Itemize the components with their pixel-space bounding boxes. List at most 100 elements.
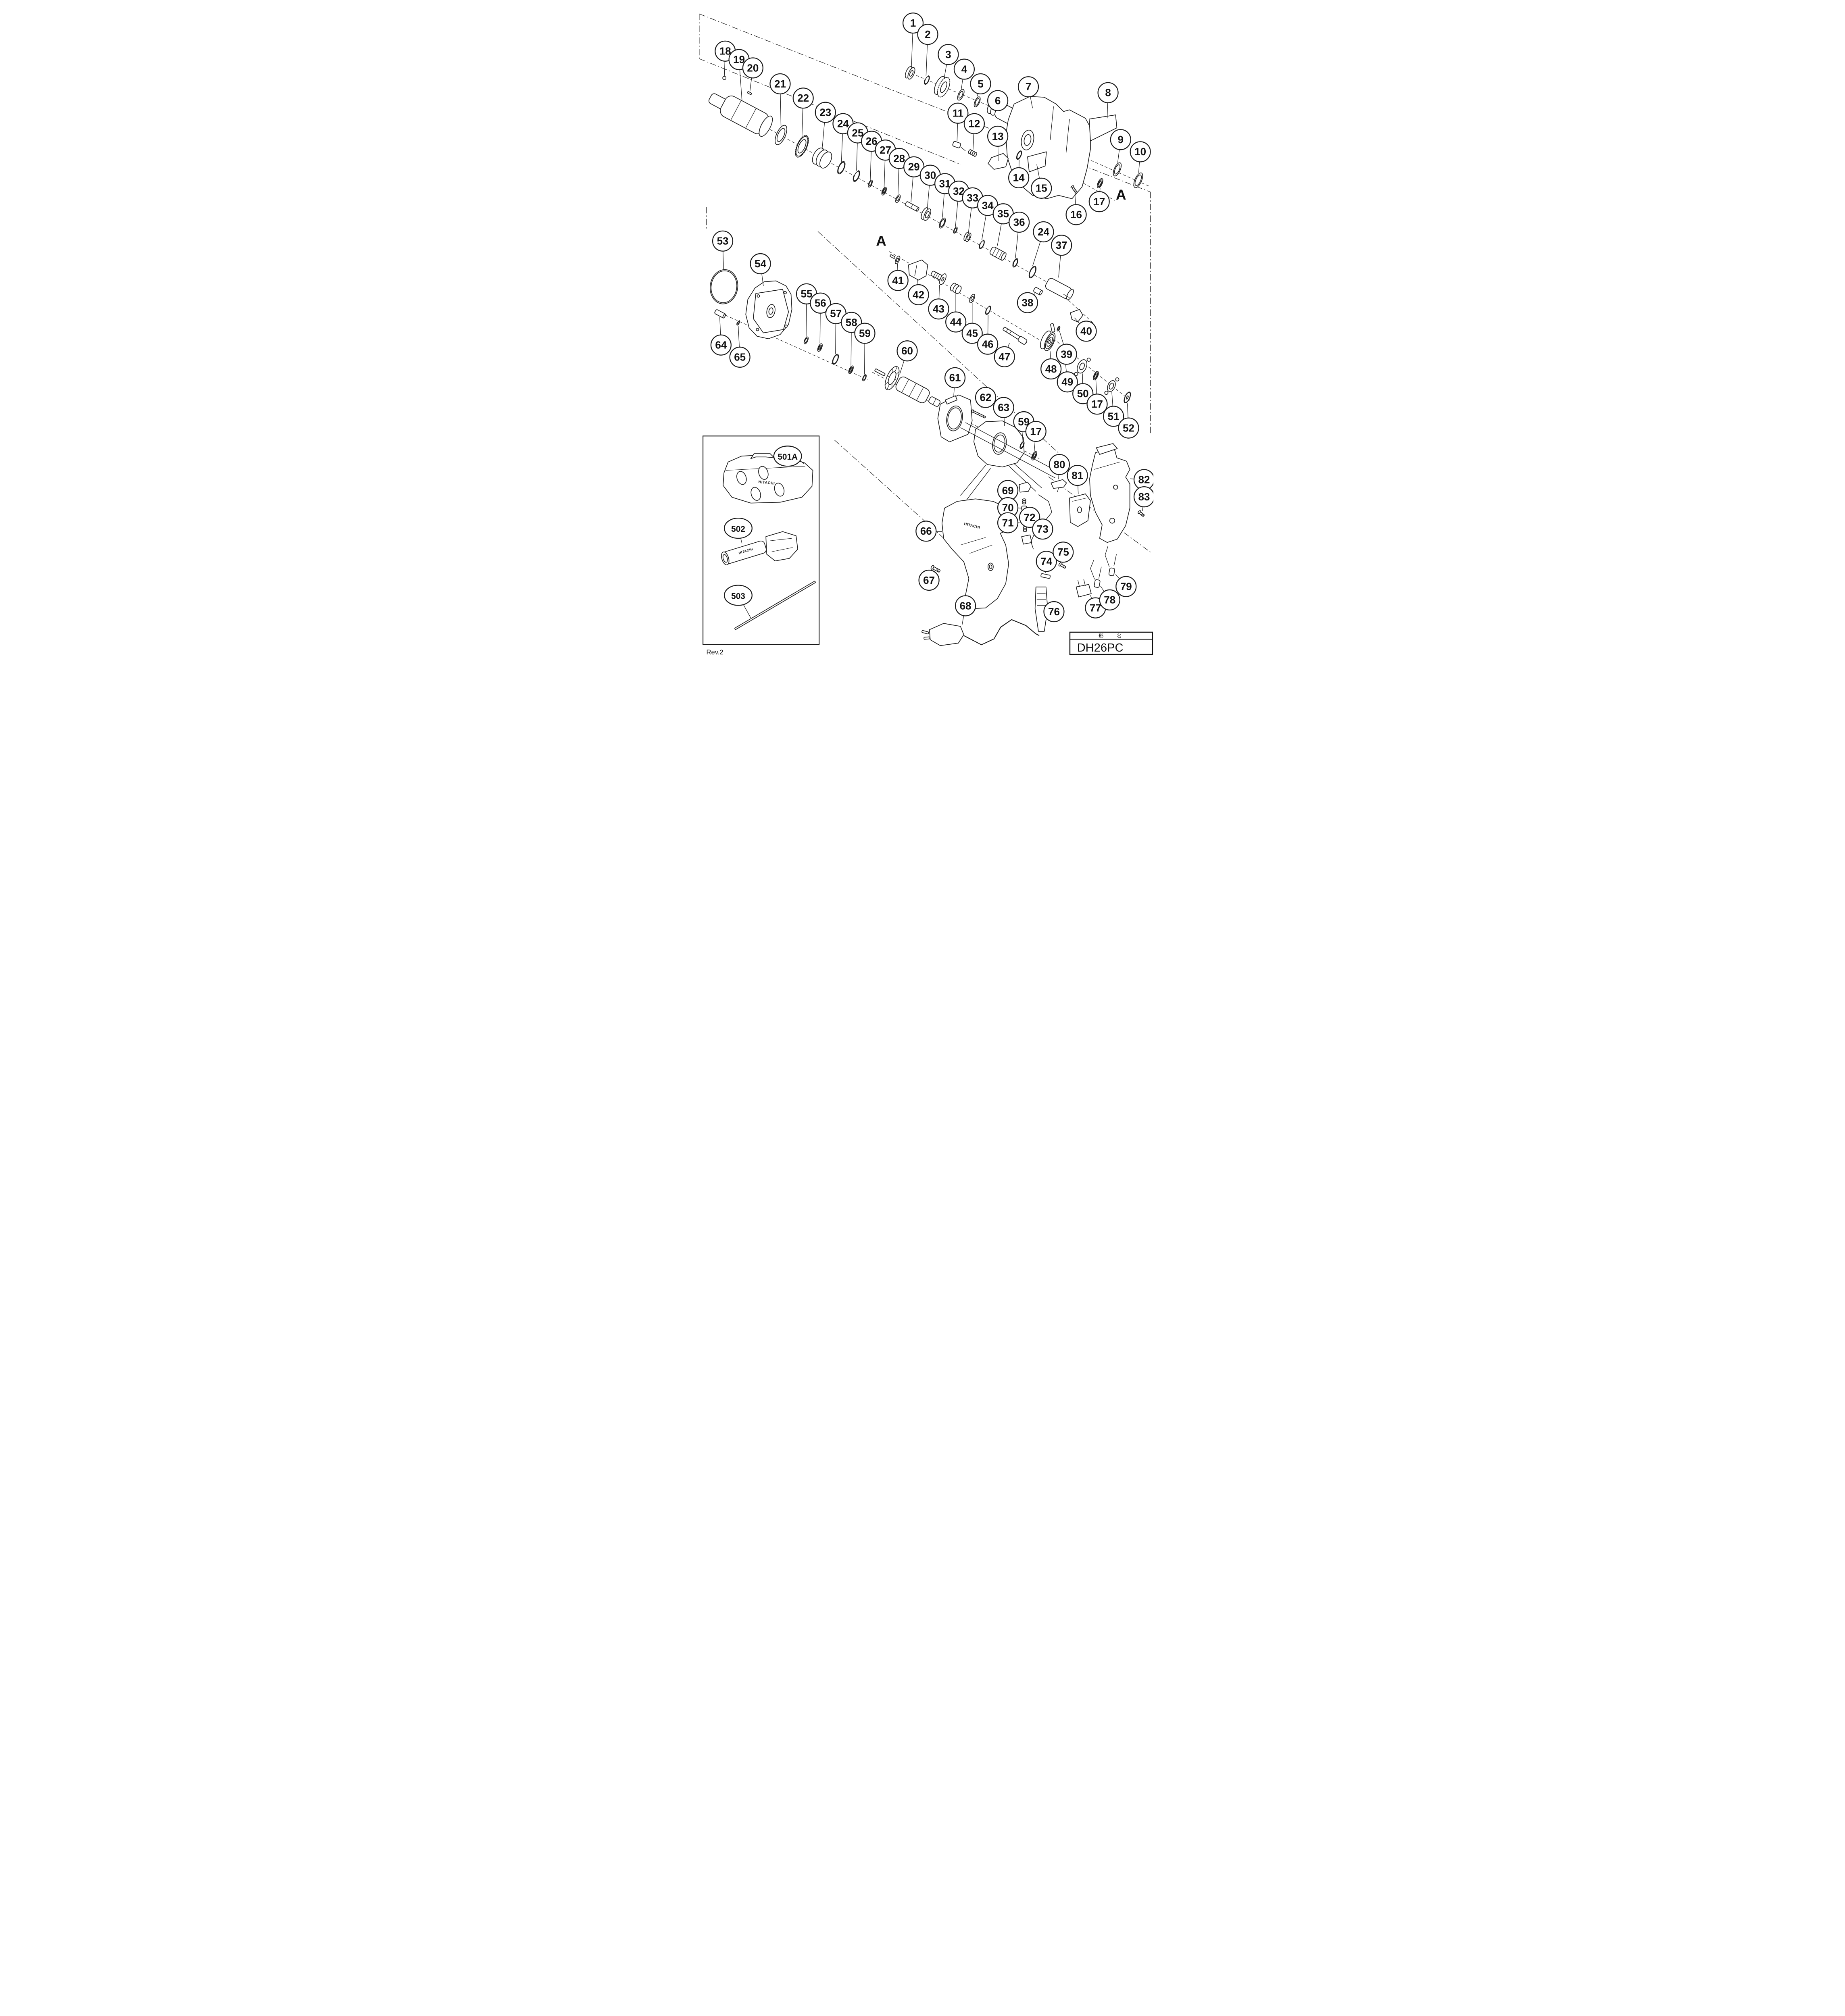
balloon-17: 17 — [1088, 191, 1110, 212]
part-rod — [895, 377, 930, 403]
balloon-54: 54 — [750, 253, 771, 275]
leader-line — [1138, 161, 1140, 173]
title-block: 形 名 DH26PC — [1069, 631, 1153, 655]
leader-line — [864, 343, 865, 375]
part-poly — [1018, 481, 1031, 493]
balloon-23: 23 — [815, 102, 836, 123]
balloon-40: 40 — [1075, 321, 1097, 342]
part-circle — [1074, 372, 1078, 376]
balloon-number: 15 — [1035, 182, 1047, 194]
part-line — [914, 265, 917, 276]
part-line — [1049, 106, 1054, 140]
balloon-4: 4 — [953, 58, 975, 80]
part-ring — [905, 66, 915, 80]
balloon-number: 17 — [1093, 196, 1105, 208]
balloon-number: 45 — [966, 327, 978, 339]
part-circle — [1086, 358, 1091, 362]
leader-line — [942, 193, 944, 218]
axis-line — [721, 102, 1059, 289]
balloon-52: 52 — [1117, 417, 1139, 439]
part-rod — [989, 246, 1007, 261]
balloon-number: 34 — [982, 199, 993, 211]
part-ring — [736, 320, 740, 326]
balloon-number: 30 — [924, 169, 936, 181]
balloon-41: 41 — [887, 270, 909, 291]
part-rod — [889, 254, 895, 259]
part-ring — [881, 187, 887, 196]
leader-line — [911, 33, 913, 69]
part-line — [1077, 580, 1080, 587]
balloon-number: 46 — [982, 338, 993, 350]
part-rod — [714, 309, 726, 319]
part-ring — [920, 207, 931, 221]
balloon-number: 56 — [814, 297, 826, 309]
balloon-number: 51 — [1107, 410, 1119, 422]
balloon-number: 25 — [852, 127, 863, 139]
balloon-number: 17 — [1030, 425, 1042, 437]
leader-line — [1115, 574, 1120, 579]
part-rod — [928, 396, 940, 407]
part-ring — [895, 194, 901, 203]
leader-line — [1082, 373, 1083, 384]
balloon-number: 59 — [859, 327, 871, 339]
part-ring — [1016, 150, 1022, 160]
part-poly — [1076, 584, 1092, 598]
leader-line — [1111, 392, 1113, 407]
part-ring — [848, 365, 854, 374]
balloon-82: 82 — [1133, 469, 1153, 490]
part-poly — [1069, 309, 1083, 323]
balloon-number: 2 — [925, 28, 930, 40]
balloon-number: 10 — [1134, 146, 1146, 158]
part-ring — [1097, 178, 1103, 188]
part-gear — [1123, 392, 1131, 404]
balloon-62: 62 — [975, 387, 996, 408]
balloon-number: 71 — [1002, 516, 1013, 529]
balloon-50: 50 — [1072, 383, 1093, 404]
balloon-16: 16 — [1065, 204, 1087, 225]
balloon-79: 79 — [1115, 576, 1136, 597]
leader-line — [997, 223, 1002, 246]
leader-line — [761, 273, 764, 286]
leader-line — [738, 325, 740, 348]
leader-line — [1030, 96, 1033, 108]
part-line — [1090, 560, 1095, 580]
balloon-number: 83 — [1138, 491, 1150, 503]
leader-line — [972, 133, 974, 150]
accessory-box — [702, 435, 819, 645]
part-ring — [1057, 326, 1060, 331]
title-block-header: 形 名 — [1099, 633, 1128, 639]
part-ring — [1028, 266, 1036, 279]
leader-line — [841, 133, 843, 162]
leader-lines — [719, 33, 1143, 625]
model-number: DH26PC — [1077, 641, 1123, 654]
balloon-number: 24 — [837, 118, 848, 130]
balloon-number: 60 — [901, 345, 913, 357]
balloon-number: 18 — [719, 45, 731, 57]
part-screw — [1070, 185, 1078, 194]
part-rod — [1040, 573, 1051, 579]
part-line — [1098, 566, 1102, 579]
part-poly — [908, 259, 928, 281]
part-rod — [1050, 323, 1055, 333]
balloon-68: 68 — [955, 595, 976, 616]
balloon-number: 4 — [961, 63, 967, 75]
part-ring — [953, 227, 958, 234]
part-ring — [853, 170, 860, 182]
balloon-number: 41 — [892, 274, 904, 286]
balloon-37: 37 — [1051, 235, 1072, 256]
balloon-83: 83 — [1133, 486, 1153, 508]
part-poly — [1034, 586, 1048, 632]
part-ring — [1019, 441, 1024, 449]
part-line — [960, 465, 986, 496]
leader-line — [801, 108, 803, 137]
balloon-503: 503 — [723, 585, 753, 606]
part-ring — [978, 240, 985, 249]
part-ring — [938, 217, 946, 229]
part-line — [1063, 294, 1069, 298]
balloon-number: 75 — [1057, 546, 1069, 558]
accessory-box-border — [702, 435, 819, 645]
part-poly — [765, 531, 798, 562]
balloon-number: 29 — [908, 161, 919, 173]
balloon-12: 12 — [963, 113, 985, 134]
